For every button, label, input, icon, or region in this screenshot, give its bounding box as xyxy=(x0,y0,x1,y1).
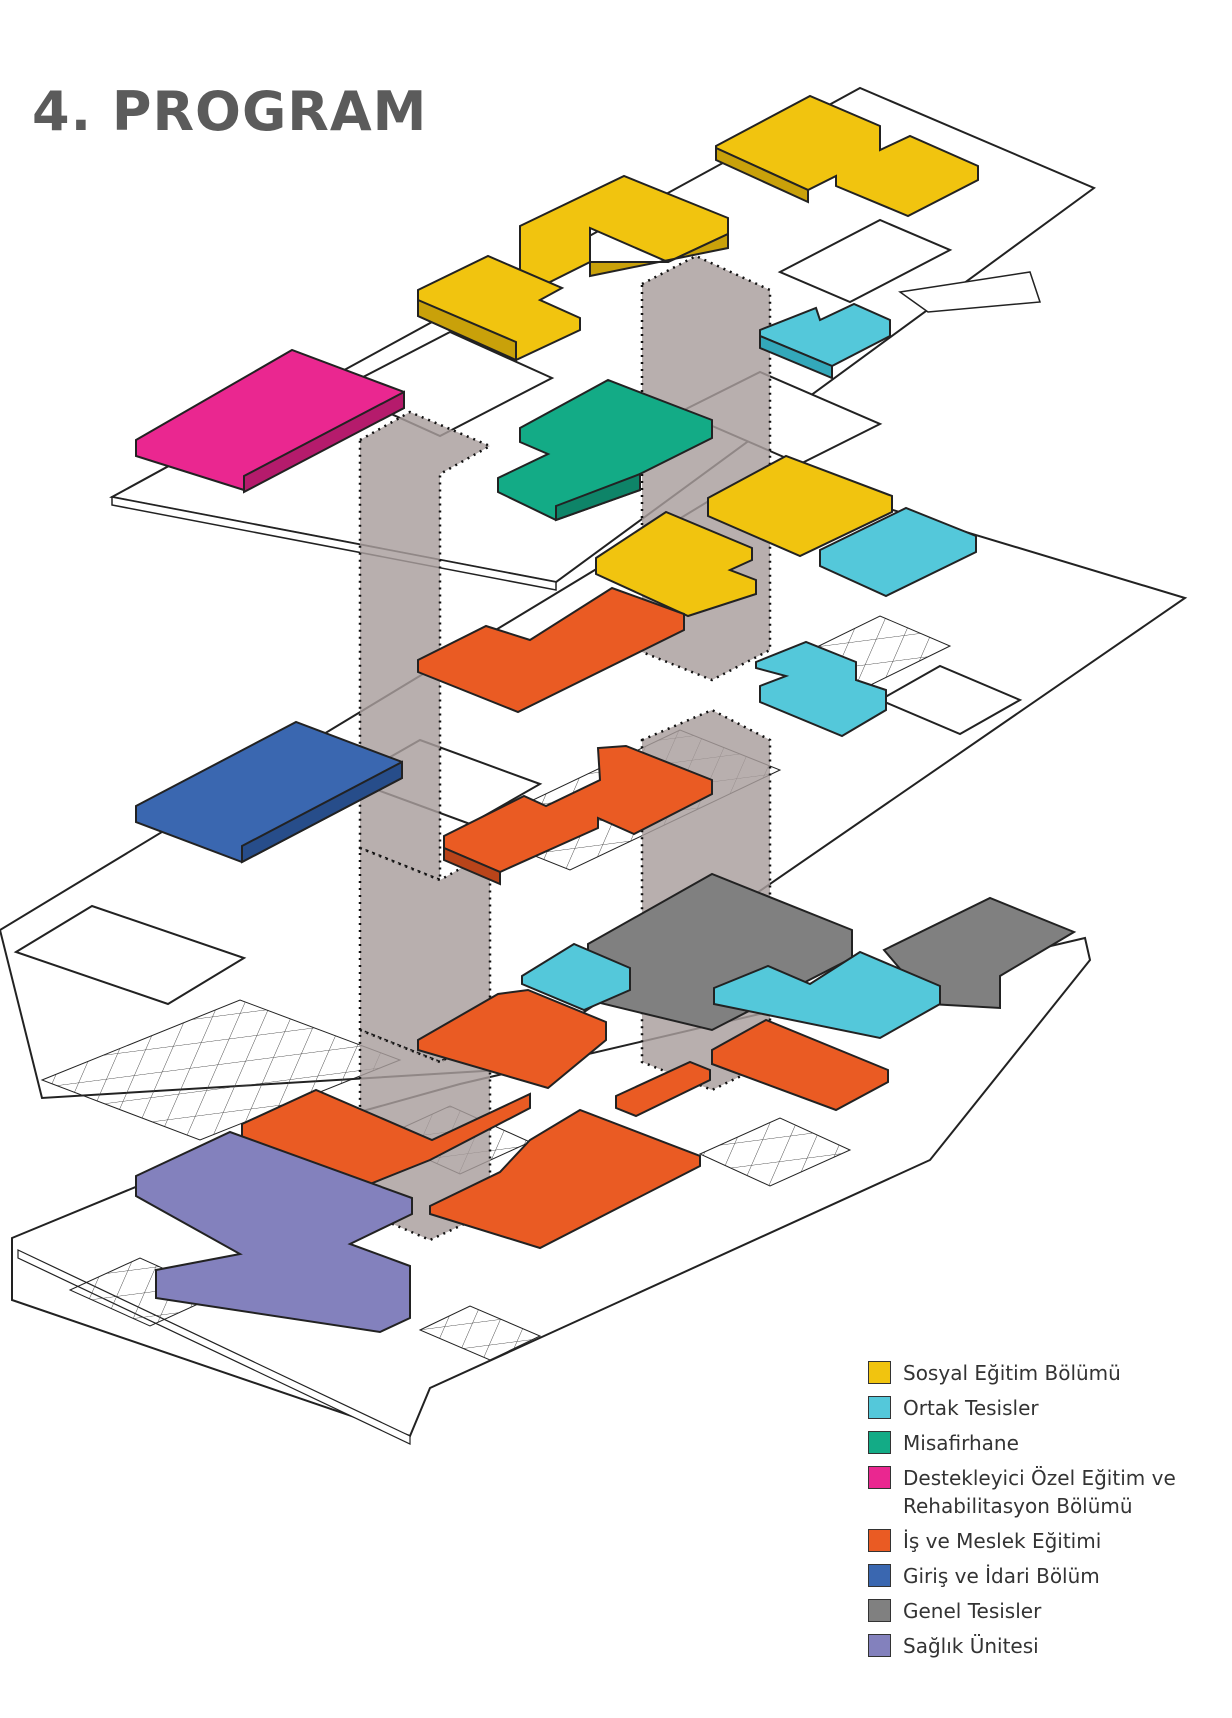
page-title: 4. PROGRAM xyxy=(32,80,428,143)
upper-misafirhane-block-side xyxy=(555,472,641,522)
middle-void-1 xyxy=(13,904,247,1006)
ground-is-meslek-block-2 xyxy=(711,1018,889,1112)
ground-ortak-block-1 xyxy=(521,942,631,1012)
middle-volumes xyxy=(135,454,977,886)
legend-item-giris-idari: Giriş ve İdari Bölüm xyxy=(868,1562,1208,1590)
upper-sosyal-block-3-side xyxy=(417,298,517,362)
upper-destekleyici-block-side xyxy=(243,390,405,494)
middle-ortak-block-1 xyxy=(819,506,977,598)
middle-sosyal-block-2 xyxy=(595,510,757,618)
legend-swatch xyxy=(868,1431,891,1454)
legend-swatch xyxy=(868,1466,891,1489)
legend-label: Sağlık Ünitesi xyxy=(903,1634,1039,1658)
ground-floor-grid-4 xyxy=(418,1305,542,1361)
legend-swatch xyxy=(868,1529,891,1552)
legend-swatch xyxy=(868,1564,891,1587)
upper-floor xyxy=(109,86,1097,591)
middle-is-meslek-block-1 xyxy=(417,586,685,714)
legend-label: Giriş ve İdari Bölüm xyxy=(903,1564,1100,1588)
legend-label: Sosyal Eğitim Bölümü xyxy=(903,1361,1121,1385)
upper-sosyal-block-2-side xyxy=(589,232,729,278)
upper-volumes xyxy=(135,94,979,522)
ground-saglik-block xyxy=(135,1130,413,1334)
upper-ramp xyxy=(898,271,1042,313)
legend-label: İş ve Meslek Eğitimi xyxy=(903,1529,1102,1553)
middle-void-3 xyxy=(877,664,1023,736)
middle-ortak-block-2 xyxy=(755,640,887,738)
legend-label: Ortak Tesisler xyxy=(903,1396,1039,1420)
ground-floor-grid-3 xyxy=(698,1117,852,1187)
legend-item-sosyal: Sosyal Eğitim Bölümü xyxy=(868,1359,1208,1387)
legend-item-is-meslek: İş ve Meslek Eğitimi xyxy=(868,1527,1208,1555)
legend-swatch xyxy=(868,1599,891,1622)
legend-label: Misafirhane xyxy=(903,1431,1019,1455)
upper-sosyal-block-1-side xyxy=(715,146,809,204)
legend-swatch xyxy=(868,1396,891,1419)
legend-item-ortak: Ortak Tesisler xyxy=(868,1394,1208,1422)
core-left-mid xyxy=(358,846,492,1064)
legend-item-saglik: Sağlık Ünitesi xyxy=(868,1632,1208,1660)
ground-is-meslek-block-1 xyxy=(417,988,607,1090)
upper-ortak-block-side xyxy=(759,334,833,380)
ground-ortak-block-2 xyxy=(713,950,941,1040)
legend: Sosyal Eğitim Bölümü Ortak Tesisler Misa… xyxy=(868,1359,1208,1667)
legend-item-misafirhane: Misafirhane xyxy=(868,1429,1208,1457)
legend-item-genel: Genel Tesisler xyxy=(868,1597,1208,1625)
middle-sosyal-block-1 xyxy=(707,454,893,558)
ground-volumes xyxy=(135,872,1077,1334)
legend-item-destekleyici: Destekleyici Özel Eğitim ve Rehabilitasy… xyxy=(868,1464,1208,1520)
legend-label: Genel Tesisler xyxy=(903,1599,1042,1623)
middle-is-meslek-block-2-side xyxy=(443,846,501,886)
legend-swatch xyxy=(868,1361,891,1384)
legend-swatch xyxy=(868,1634,891,1657)
middle-is-meslek-block-2 xyxy=(443,744,713,874)
legend-label: Destekleyici Özel Eğitim ve Rehabilitasy… xyxy=(903,1466,1176,1518)
ground-is-meslek-block-5 xyxy=(429,1108,701,1250)
ground-is-meslek-block-3 xyxy=(615,1060,711,1118)
upper-void-2 xyxy=(777,218,953,304)
middle-giris-idari-block-side xyxy=(241,760,403,864)
